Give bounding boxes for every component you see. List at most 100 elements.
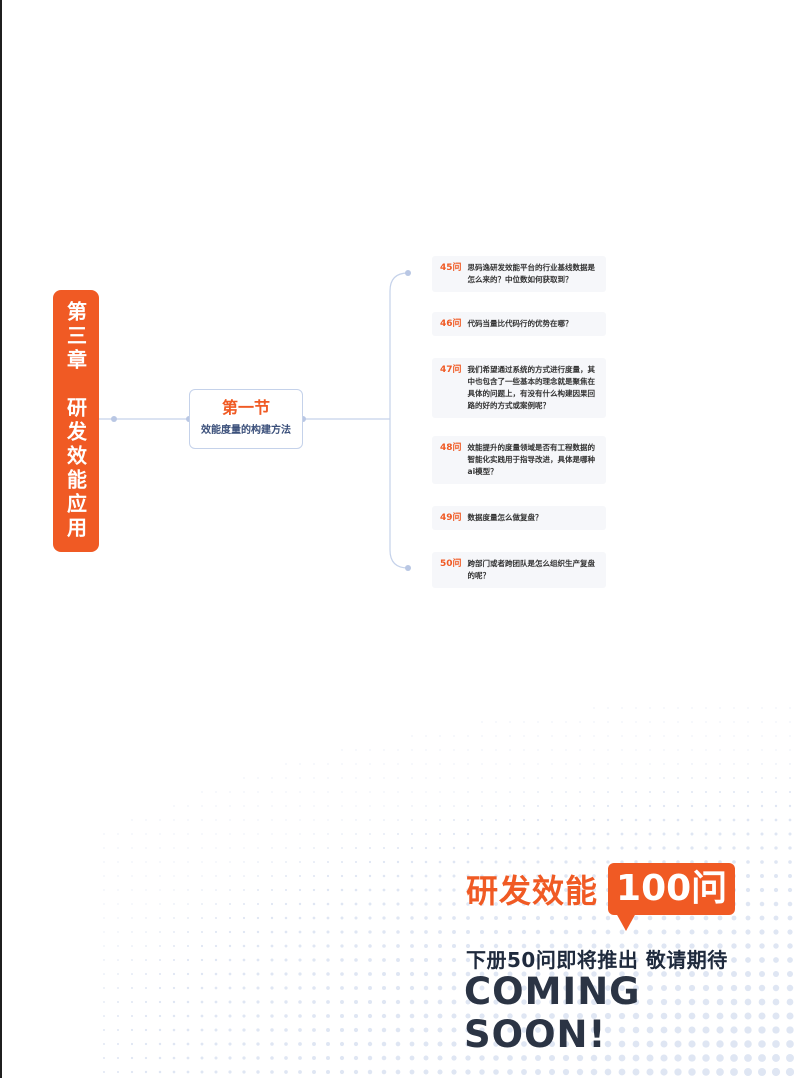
decorative-dot [284,916,288,920]
decorative-dot [465,1069,471,1075]
decorative-dot [367,1069,373,1075]
decorative-dot [214,1028,218,1032]
decorative-dot [494,818,498,822]
decorative-dot [507,929,513,935]
decorative-dot [786,998,794,1006]
decorative-dot [717,943,723,949]
decorative-dot [521,929,527,935]
decorative-dot [635,721,637,723]
decorative-dot [256,1070,260,1074]
decorative-dot [382,846,386,850]
decorative-dot [312,874,316,878]
decorative-dot [773,901,779,907]
decorative-dot [592,818,596,822]
decorative-dot [116,1042,120,1046]
decorative-dot [325,1055,331,1061]
decorative-dot [730,984,738,992]
decorative-dot [467,749,469,751]
decorative-dot [410,888,414,892]
decorative-dot [521,1013,527,1019]
decorative-dot [409,1055,415,1061]
decorative-dot [395,1055,401,1061]
decorative-dot [479,1055,485,1061]
decorative-dot [383,791,385,793]
decorative-dot [117,987,119,989]
decorative-dot [562,1054,570,1062]
decorative-dot [395,971,401,977]
decorative-dot [703,915,709,921]
decorative-dot [618,1012,626,1020]
decorative-dot [397,791,399,793]
decorative-dot [579,791,581,793]
decorative-dot [173,945,175,947]
decorative-dot [508,846,512,850]
decorative-dot [256,1000,260,1004]
decorative-dot [451,1069,457,1075]
decorative-dot [355,833,357,835]
decorative-dot [452,846,456,850]
decorative-dot [369,777,371,779]
decorative-dot [103,889,105,891]
decorative-dot [634,832,638,836]
decorative-dot [535,985,541,991]
decorative-dot [730,998,738,1006]
decorative-dot [425,805,427,807]
decorative-dot [507,957,513,963]
decorative-dot [621,749,623,751]
decorative-dot [438,832,442,836]
decorative-dot [410,958,414,962]
decorative-dot [744,970,752,978]
decorative-dot [605,943,611,949]
decorative-dot [772,1040,780,1048]
decorative-dot [618,1068,626,1076]
decorative-dot [172,1014,176,1018]
decorative-dot [339,1055,345,1061]
decorative-dot [438,930,442,934]
question-text: 我们希望通过系统的方式进行度量，其中也包含了一些基本的理念就是聚焦在具体的问题上… [467,365,596,410]
decorative-dot [201,819,203,821]
decorative-dot [284,986,288,990]
decorative-dot [521,1041,527,1047]
decorative-dot [549,1027,555,1033]
decorative-dot [662,804,666,808]
decorative-dot [299,833,301,835]
decorative-dot [382,888,386,892]
decorative-dot [173,903,175,905]
decorative-dot [788,846,792,850]
decorative-dot [368,958,372,962]
decorative-dot [131,889,133,891]
decorative-dot [103,1001,105,1003]
decorative-dot [563,929,569,935]
decorative-dot [481,791,483,793]
decorative-dot [537,805,539,807]
decorative-dot [397,819,399,821]
decorative-dot [507,1069,513,1075]
decorative-dot [103,1015,105,1017]
decorative-dot [341,791,343,793]
decorative-dot [675,957,681,963]
decorative-dot [172,1028,176,1032]
decorative-dot [480,832,484,836]
decorative-dot [214,944,218,948]
decorative-dot [131,903,133,905]
decorative-dot [578,804,582,808]
question-text: 代码当量比代码行的优势在哪？ [467,319,573,328]
decorative-dot [607,707,609,709]
decorative-dot [523,735,525,737]
decorative-dot [299,875,301,877]
decorative-dot [535,1027,541,1033]
decorative-dot [340,958,344,962]
decorative-dot [340,902,344,906]
decorative-dot [536,818,540,822]
decorative-dot [787,943,793,949]
decorative-dot [103,861,105,863]
decorative-dot [689,915,695,921]
decorative-dot [367,999,373,1005]
decorative-dot [298,986,302,990]
decorative-dot [662,846,666,850]
decorative-dot [577,943,583,949]
decorative-dot [789,721,791,723]
section-subtitle: 效能度量的构建方法 [201,425,291,436]
decorative-dot [270,972,274,976]
